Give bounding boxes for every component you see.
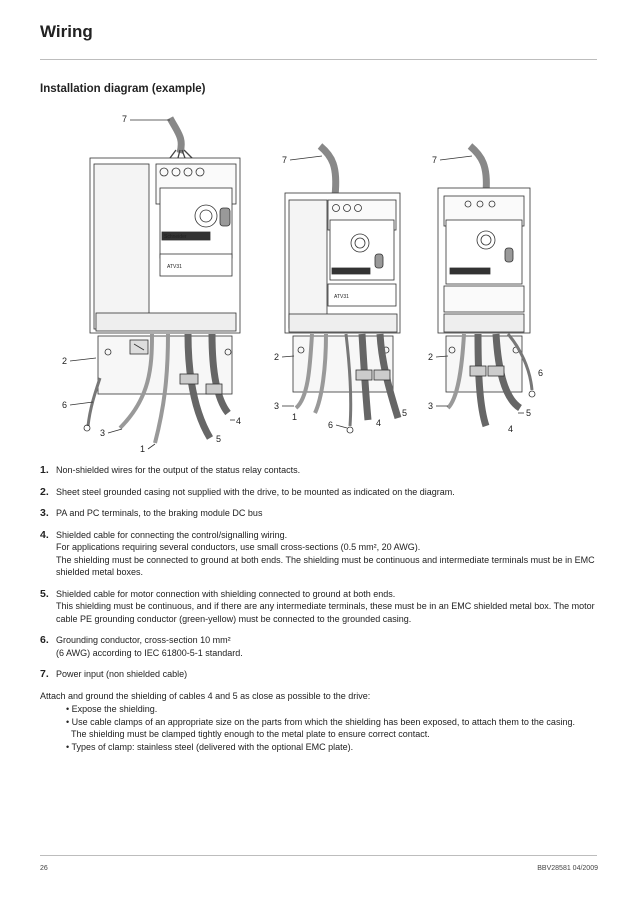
label-2-b: 2 [274,352,279,362]
legend-num: 7. [40,668,49,680]
legend-item-5: 5. Shielded cable for motor connection w… [40,588,600,626]
legend-num: 4. [40,528,49,541]
note-bullet-continuation: The shielding must be clamped tightly en… [58,728,600,741]
legend-line: PA and PC terminals, to the braking modu… [56,508,263,518]
label-3-b: 3 [274,401,279,411]
legend-line: The shielding must be connected to groun… [56,554,595,565]
label-5-a: 5 [216,434,221,444]
shielding-note: Attach and ground the shielding of cable… [40,690,600,754]
drive-model-1: ATV31 [167,264,182,270]
legend-line: cable PE grounding conductor (green-yell… [56,613,412,624]
legend-item-1: 1. Non-shielded wires for the output of … [40,464,600,477]
label-6-b: 6 [328,420,333,430]
note-bullet-text: Use cable clamps of an appropriate size … [71,716,575,727]
legend-item-4: 4. Shielded cable for connecting the con… [40,529,600,579]
header-rule [40,59,597,60]
label-6-a: 6 [62,400,67,410]
label-2-a: 2 [62,356,67,366]
legend-line: Power input (non shielded cable) [56,669,188,679]
drive-large: Schneider ATV31 [83,116,241,444]
legend-line: (6 AWG) according to IEC 61800-5-1 stand… [56,647,243,658]
note-bullet: • Types of clamp: stainless steel (deliv… [66,741,354,752]
page-number: 26 [40,865,48,872]
label-7-b: 7 [282,155,287,165]
label-5-b: 5 [402,408,407,418]
legend-line: Shielded cable for motor connection with… [56,588,396,599]
legend-item-7: 7. Power input (non shielded cable) [40,668,600,681]
legend-num: 6. [40,634,49,646]
legend-line: Sheet steel grounded casing not supplied… [56,486,455,497]
label-1-b: 1 [292,412,297,422]
label-5-c: 5 [526,408,531,418]
legend-num: 3. [40,507,49,519]
label-4-a: 4 [236,416,241,426]
legend: 1. Non-shielded wires for the output of … [40,464,600,753]
note-intro: Attach and ground the shielding of cable… [40,690,371,701]
document-reference: BBV28581 04/2009 [537,865,598,872]
legend-line: For applications requiring several condu… [56,542,421,552]
footer-rule [40,855,597,856]
page-title: Wiring [40,22,93,41]
label-1-a: 1 [140,444,145,454]
drive-brand-1: Schneider [164,234,187,240]
note-bullets: • Expose the shielding. • Use cable clam… [58,703,600,753]
drive-small [437,143,536,428]
label-4-c: 4 [508,424,513,434]
note-bullet-cont-text: The shielding must be clamped tightly en… [71,729,430,739]
legend-line: This shielding must be continuous, and i… [56,601,595,611]
legend-num: 5. [40,587,49,600]
section-title: Installation diagram (example) [40,83,206,95]
drive-medium: ATV31 [284,143,402,434]
legend-num: 2. [40,485,49,498]
label-2-c: 2 [428,352,433,362]
label-7-c: 7 [432,155,437,165]
drive-model-2: ATV31 [334,294,349,300]
installation-diagram: Schneider ATV31 7 2 6 3 1 [60,108,560,460]
label-4-b: 4 [376,418,381,428]
legend-num: 1. [40,464,49,476]
legend-item-2: 2. Sheet steel grounded casing not suppl… [40,486,600,499]
legend-line: Shielded cable for connecting the contro… [56,529,288,540]
legend-item-6: 6. Grounding conductor, cross-section 10… [40,634,600,659]
label-7-a: 7 [122,114,127,124]
label-3-a: 3 [100,428,105,438]
note-bullet: • Use cable clamps of an appropriate siz… [66,716,575,727]
legend-line: Grounding conductor, cross-section 10 mm… [56,635,231,645]
label-6-c: 6 [538,368,543,378]
note-bullet: • Expose the shielding. [66,704,158,714]
note-bullet-text: Expose the shielding. [71,704,158,714]
label-3-c: 3 [428,401,433,411]
note-bullet-text: Types of clamp: stainless steel (deliver… [71,741,354,752]
legend-item-3: 3. PA and PC terminals, to the braking m… [40,507,600,520]
legend-line: shielded metal boxes. [56,567,144,577]
legend-line: Non-shielded wires for the output of the… [56,465,301,475]
